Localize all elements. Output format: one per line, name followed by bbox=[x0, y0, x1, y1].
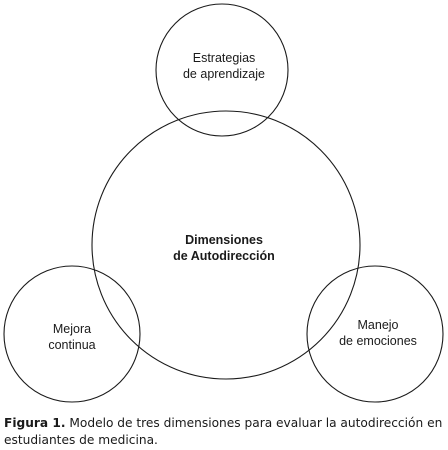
top-label-line-1: Estrategias bbox=[193, 51, 256, 65]
right-label-line-1: Manejo bbox=[358, 318, 399, 332]
circle-top bbox=[155, 3, 289, 137]
left-label-line-2: continua bbox=[48, 338, 95, 352]
circle-left bbox=[3, 265, 141, 403]
figure-caption: Figura 1. Modelo de tres dimensiones par… bbox=[4, 415, 444, 449]
circle-right bbox=[306, 265, 444, 403]
venn-diagram: Dimensiones de Autodirección Estrategias… bbox=[3, 3, 444, 403]
figure-caption-text: Modelo de tres dimensiones para evaluar … bbox=[4, 416, 443, 447]
left-label-line-1: Mejora bbox=[53, 322, 91, 336]
right-label-line-2: de emociones bbox=[339, 334, 417, 348]
circle-center bbox=[91, 110, 361, 380]
top-label-line-2: de aprendizaje bbox=[183, 67, 265, 81]
figure-label: Figura 1. bbox=[4, 416, 66, 430]
center-label-line-1: Dimensiones bbox=[185, 233, 263, 247]
center-label-line-2: de Autodirección bbox=[173, 249, 275, 263]
